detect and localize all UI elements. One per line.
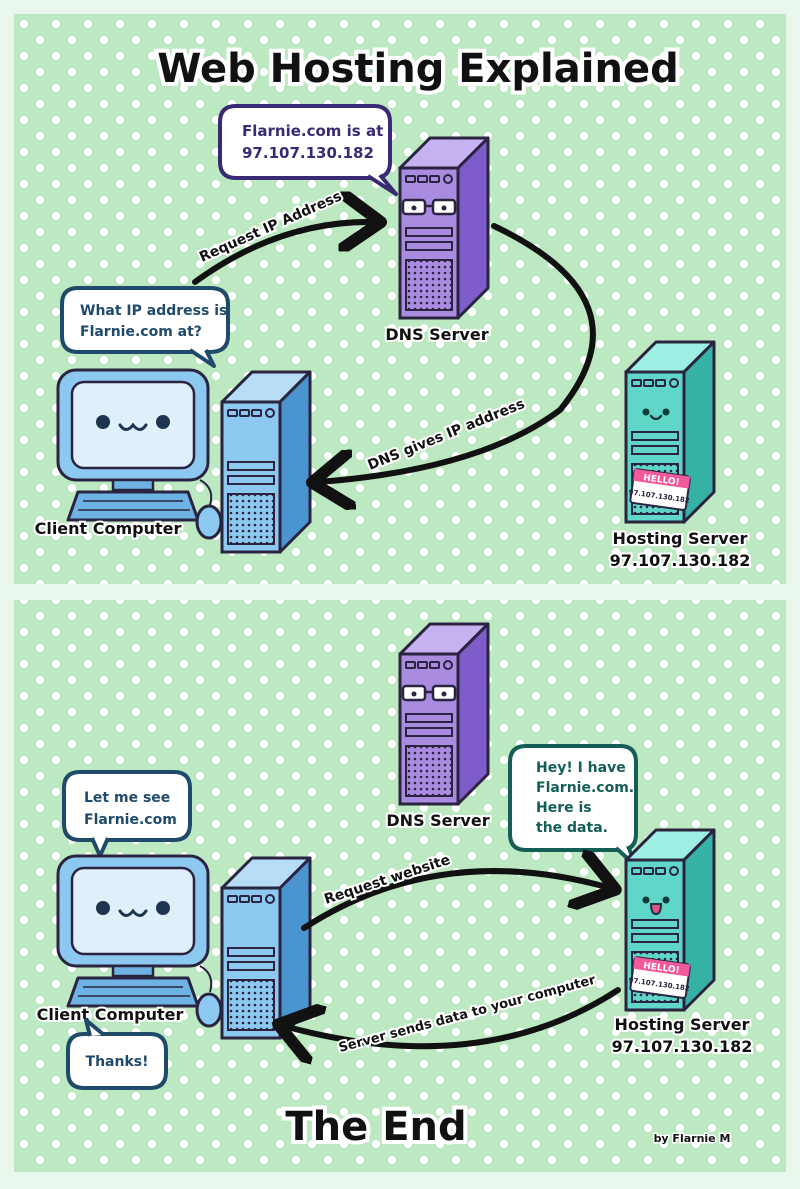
client-tower-icon <box>220 856 312 1040</box>
client-request-bubble: Let me see Flarnie.com <box>62 770 192 858</box>
client-bubble2-line1: Let me see <box>84 790 170 806</box>
hosting-bubble-line4: the data. <box>536 820 608 836</box>
thanks-text: Thanks! <box>86 1054 149 1070</box>
hosting-server-icon: HELLO! 97.107.130.182 <box>624 340 716 524</box>
client-bubble2-line2: Flarnie.com <box>84 812 177 828</box>
client-monitor-icon <box>56 368 210 522</box>
client-monitor-icon <box>56 854 210 1008</box>
dns-gives-ip-arrow <box>318 223 596 482</box>
dns-server-label: DNS Server <box>386 811 489 830</box>
dns-speech-bubble: Flarnie.com is at 97.107.130.182 <box>218 104 398 196</box>
hosting-server-label: Hosting Server <box>615 1015 750 1034</box>
client-tower-icon <box>220 370 312 554</box>
client-computer-label: Client Computer <box>37 1005 184 1024</box>
dns-bubble-line2: 97.107.130.182 <box>242 144 374 162</box>
hosting-bubble-line3: Here is <box>536 800 592 816</box>
thanks-bubble: Thanks! <box>66 1018 168 1090</box>
client-bubble-line2: Flarnie.com at? <box>80 324 202 340</box>
hosting-reply-bubble: Hey! I have Flarnie.com. Here is the dat… <box>508 744 638 868</box>
hosting-bubble-line2: Flarnie.com. <box>536 780 634 796</box>
client-mouse-icon <box>195 965 223 1028</box>
hosting-server-ip: 97.107.130.182 <box>610 551 751 570</box>
dns-server-icon <box>398 136 490 320</box>
hosting-bubble-line1: Hey! I have <box>536 760 626 776</box>
client-bubble-line1: What IP address is <box>80 303 227 319</box>
hosting-server-ip: 97.107.130.182 <box>612 1037 753 1056</box>
server-sends-data-arrow <box>284 987 621 1046</box>
the-end-title: The End <box>285 1104 466 1150</box>
dns-bubble-line1: Flarnie.com is at <box>242 122 383 140</box>
hosting-server-icon: HELLO! 97.107.130.182 <box>624 828 716 1012</box>
request-website-arrow <box>301 871 610 931</box>
client-computer-label: Client Computer <box>35 519 182 538</box>
dns-server-icon <box>398 622 490 806</box>
client-question-bubble: What IP address is Flarnie.com at? <box>60 286 230 368</box>
client-mouse-icon <box>195 479 223 540</box>
author-credit: by Flarnie M <box>654 1132 731 1145</box>
hosting-server-label: Hosting Server <box>613 529 748 548</box>
request-ip-arrow <box>192 222 375 285</box>
page-title: Web Hosting Explained <box>157 46 678 92</box>
dns-server-label: DNS Server <box>385 325 488 344</box>
